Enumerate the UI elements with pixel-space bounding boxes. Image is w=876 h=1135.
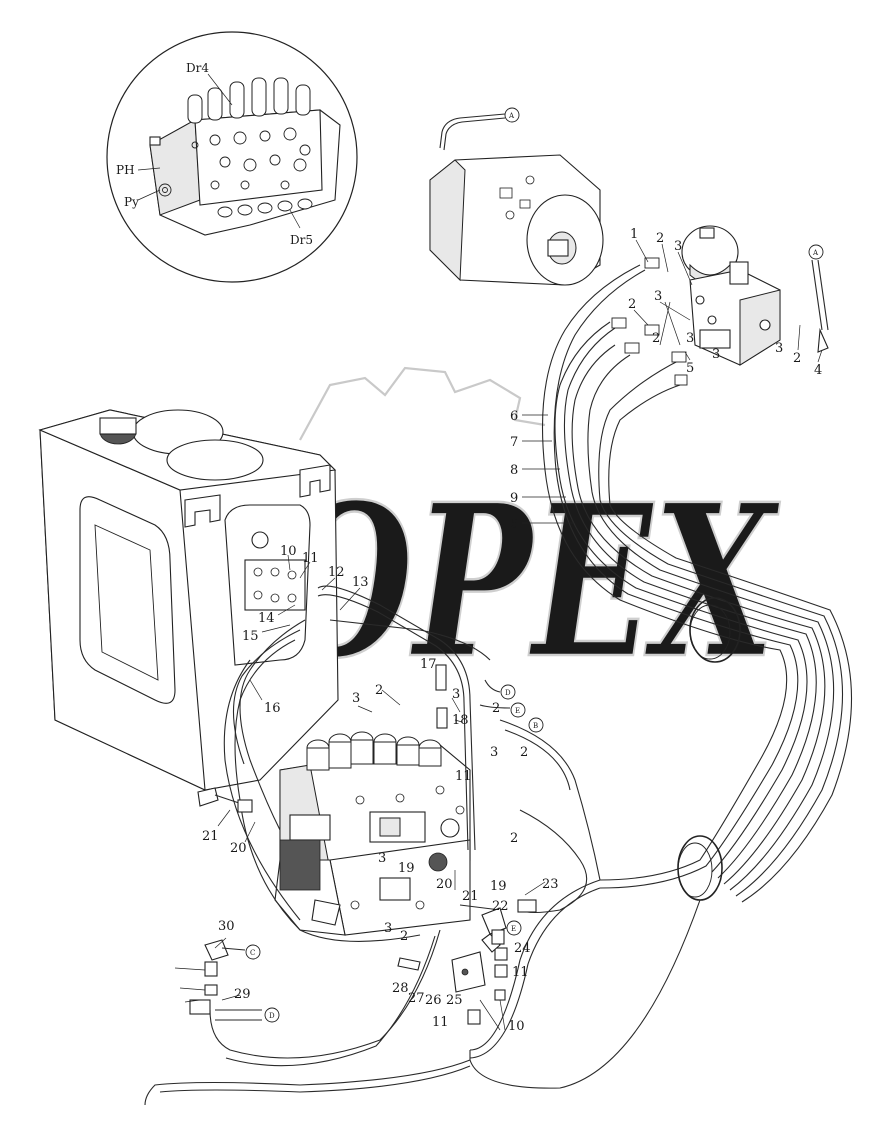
callout-circles: A A B C D D E E xyxy=(245,107,824,1023)
part-label-27: 27 xyxy=(408,991,425,1006)
part-label-11: 11 xyxy=(512,965,529,980)
part-label-14: 14 xyxy=(258,611,275,626)
part-label-21: 21 xyxy=(202,829,219,844)
part-label-12: 12 xyxy=(328,565,345,580)
part-label-5: 5 xyxy=(686,361,694,376)
part-label-21: 21 xyxy=(462,889,479,904)
part-label-28: 28 xyxy=(392,981,409,996)
callout-d-bottom: D xyxy=(264,1007,280,1023)
part-label-19: 19 xyxy=(398,861,415,876)
callout-e-top: E xyxy=(510,702,526,718)
leader-lines xyxy=(214,239,823,1031)
callout-a-right: A xyxy=(808,244,824,260)
bottom-left-fittings xyxy=(174,939,262,1021)
part-label-6: 6 xyxy=(510,409,518,424)
part-label-7: 7 xyxy=(510,435,518,450)
part-label-20: 20 xyxy=(436,877,453,892)
part-label-3: 3 xyxy=(384,921,392,936)
part-label-3: 3 xyxy=(452,687,460,702)
part-label-3: 3 xyxy=(674,239,682,254)
part-label-2: 2 xyxy=(520,745,528,760)
part-label-3: 3 xyxy=(378,851,386,866)
part-label-10: 10 xyxy=(508,1019,525,1034)
part-label-19: 19 xyxy=(490,879,507,894)
part-label-3: 3 xyxy=(654,289,662,304)
callout-b: B xyxy=(528,717,544,733)
svg-text:B: B xyxy=(533,722,538,730)
part-label-26: 26 xyxy=(425,993,442,1008)
part-label-2: 2 xyxy=(375,683,383,698)
hose-bundle xyxy=(469,257,853,1089)
fittings-22-24 xyxy=(481,899,537,953)
small-block-25 xyxy=(397,947,508,1025)
part-label-16: 16 xyxy=(264,701,281,716)
part-label-4: 4 xyxy=(814,363,822,378)
part-label-20: 20 xyxy=(230,841,247,856)
detail-label-dr4: Dr4 xyxy=(186,61,209,75)
detail-label-py: Py xyxy=(124,195,139,209)
part-label-6: 6 xyxy=(510,517,518,532)
part-label-3: 3 xyxy=(490,745,498,760)
part-label-10: 10 xyxy=(280,544,297,559)
part-label-2: 2 xyxy=(656,231,664,246)
part-label-2: 2 xyxy=(510,831,518,846)
callout-e-bottom: E xyxy=(506,920,522,936)
part-label-2: 2 xyxy=(652,331,660,346)
part-label-3: 3 xyxy=(775,341,783,356)
part-label-2: 2 xyxy=(628,297,636,312)
part-label-2: 2 xyxy=(492,701,500,716)
part-label-2: 2 xyxy=(793,351,801,366)
accumulator-valve-assembly xyxy=(681,225,829,366)
svg-text:C: C xyxy=(250,949,255,957)
part-label-11: 11 xyxy=(302,551,319,566)
detail-label-dr5: Dr5 xyxy=(290,233,313,247)
part-label-18: 18 xyxy=(452,713,469,728)
part-label-1: 1 xyxy=(630,227,638,242)
part-label-29: 29 xyxy=(234,987,251,1002)
detail-valve-block xyxy=(149,77,341,236)
part-label-3: 3 xyxy=(352,691,360,706)
part-label-25: 25 xyxy=(446,993,463,1008)
svg-text:A: A xyxy=(812,249,819,257)
part-label-24: 24 xyxy=(514,941,531,956)
svg-text:E: E xyxy=(511,925,516,933)
part-label-15: 15 xyxy=(242,629,259,644)
part-label-11: 11 xyxy=(455,769,472,784)
svg-text:D: D xyxy=(505,689,511,697)
part-labels: 1 2 3 2 3 3 3 2 4 5 6 7 8 9 6 10 11 12 1… xyxy=(202,227,822,1034)
hydraulic-pump xyxy=(429,113,604,286)
callout-d-top: D xyxy=(500,684,516,700)
svg-text:D: D xyxy=(269,1012,275,1020)
hydraulic-tank xyxy=(38,409,339,791)
detail-label-ph: PH xyxy=(116,163,135,177)
detail-view: Dr4 PH Py Dr5 xyxy=(106,31,358,283)
valve-hoses xyxy=(144,585,601,1106)
part-label-3: 3 xyxy=(686,331,694,346)
part-label-17: 17 xyxy=(420,657,437,672)
part-label-22: 22 xyxy=(492,899,509,914)
part-label-2: 2 xyxy=(400,929,408,944)
svg-text:A: A xyxy=(508,112,515,120)
callout-a-top: A xyxy=(504,107,520,123)
part-label-23: 23 xyxy=(542,877,559,892)
part-label-11: 11 xyxy=(432,1015,449,1030)
part-label-8: 8 xyxy=(510,463,518,478)
part-label-30: 30 xyxy=(218,919,235,934)
part-label-13: 13 xyxy=(352,575,369,590)
main-control-valve xyxy=(274,731,471,936)
svg-text:E: E xyxy=(515,707,520,715)
callout-c: C xyxy=(245,944,261,960)
part-label-3: 3 xyxy=(712,347,720,362)
part-label-9: 9 xyxy=(510,491,518,506)
